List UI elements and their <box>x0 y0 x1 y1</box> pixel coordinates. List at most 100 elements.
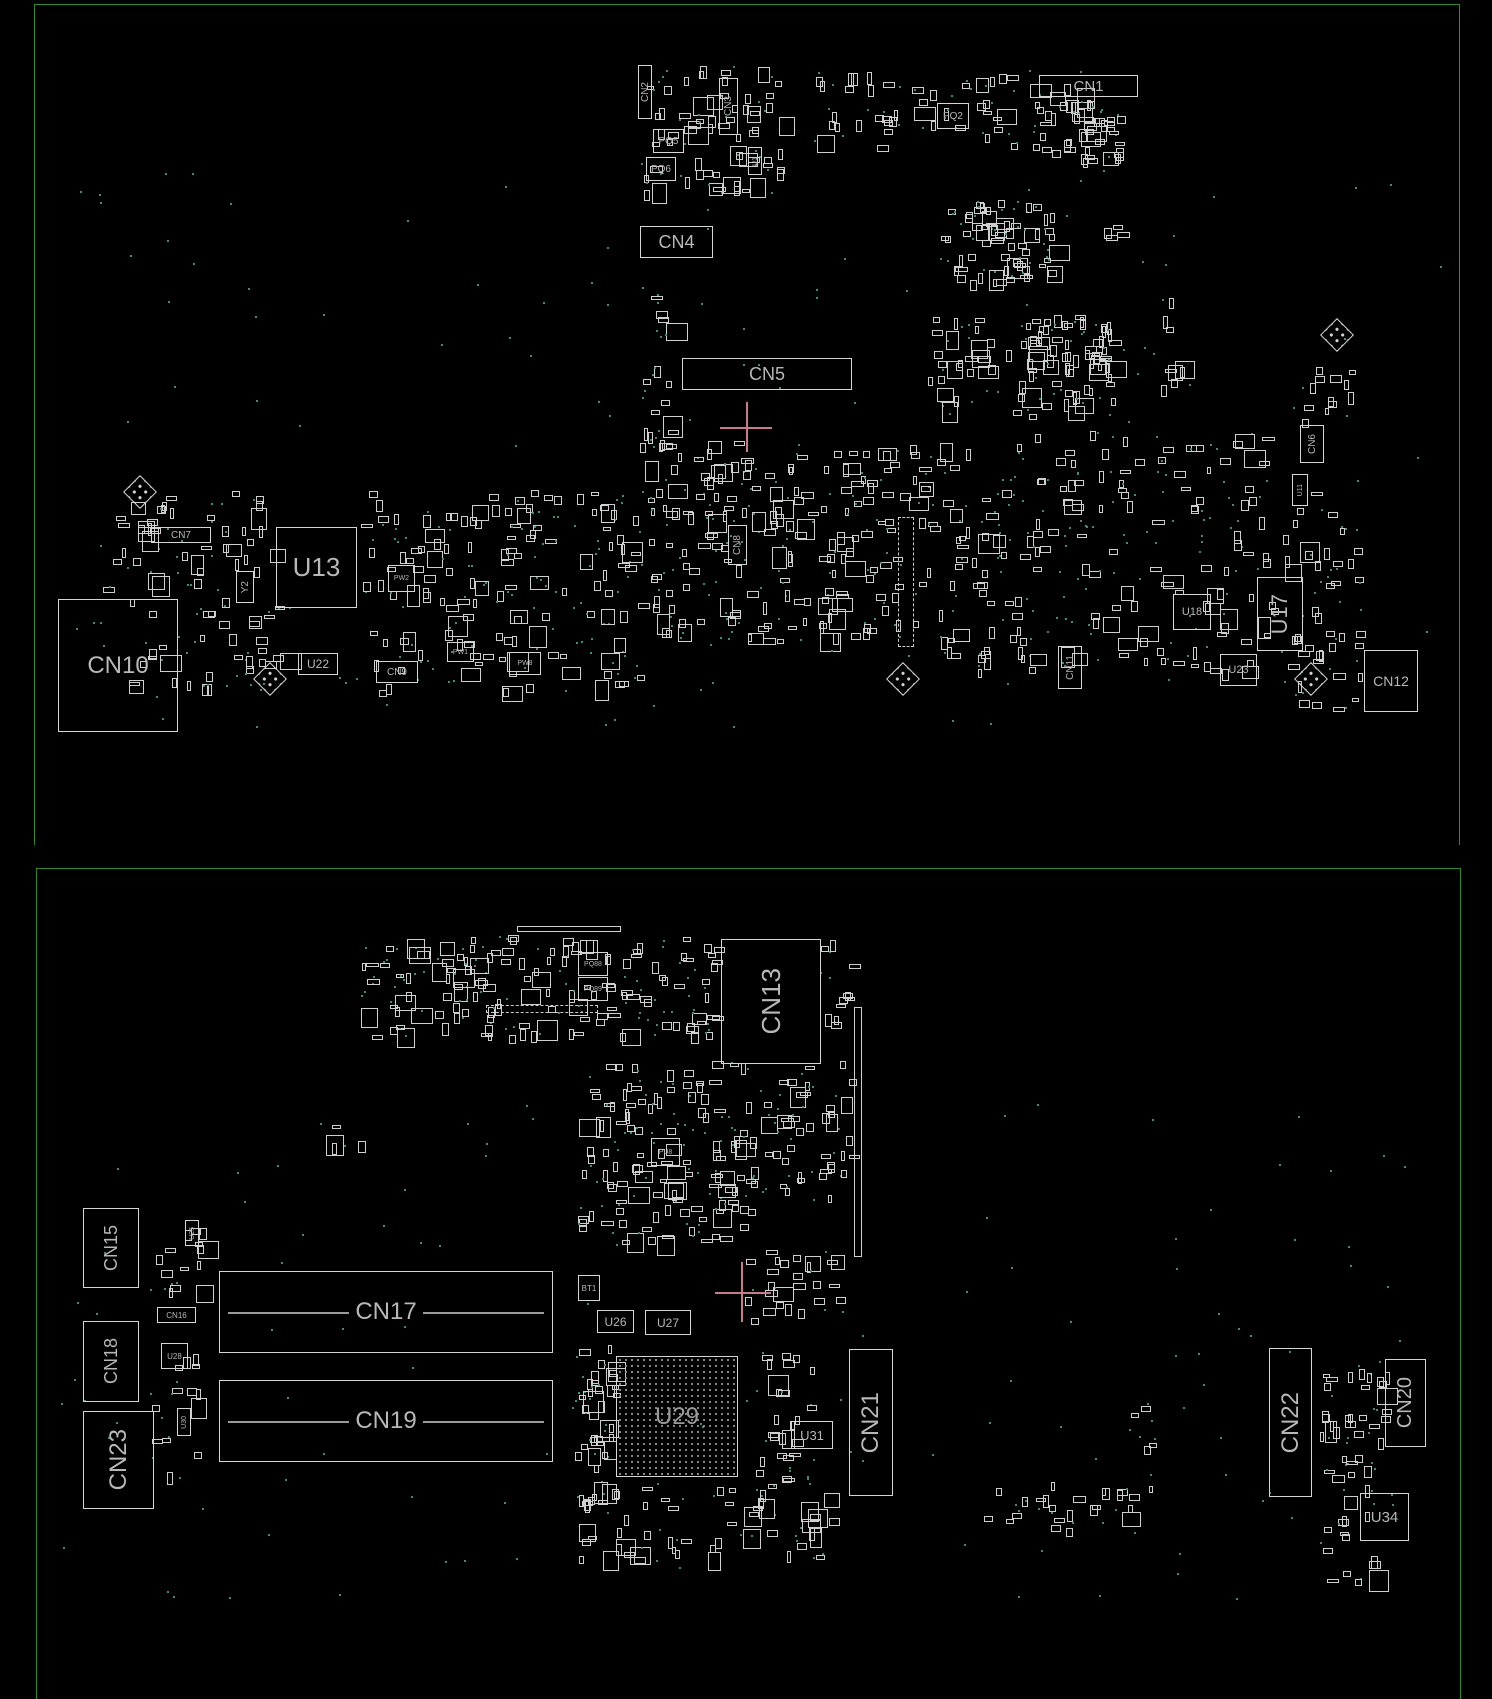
component-pw2[interactable]: PW2 <box>388 565 415 592</box>
smd-pad <box>369 490 378 499</box>
component-cn18[interactable]: CN18 <box>83 1321 139 1402</box>
test-point <box>658 588 661 591</box>
smd-pad <box>862 450 870 458</box>
test-point <box>615 1244 618 1247</box>
smd-pad <box>1072 355 1079 368</box>
component-cn15[interactable]: CN15 <box>83 1208 139 1288</box>
smd-pad <box>1005 600 1014 607</box>
component-cn20[interactable]: CN20 <box>1385 1359 1426 1447</box>
smd-pad <box>1042 146 1053 154</box>
smd-pad <box>926 568 932 578</box>
component-pu8[interactable]: PU8 <box>651 1138 680 1166</box>
smd-pad <box>1204 662 1212 673</box>
smd-pad <box>1051 1482 1056 1491</box>
component-u22[interactable]: U22 <box>298 653 338 675</box>
test-point <box>130 255 133 258</box>
component-u11[interactable]: U11 <box>1292 474 1308 506</box>
component-pq5[interactable]: PQ5 <box>653 129 684 153</box>
component-cn23[interactable]: CN23 <box>83 1411 154 1509</box>
component-u25[interactable]: U25 <box>185 1220 199 1246</box>
component-cn10[interactable]: CN10 <box>58 599 178 732</box>
smd-pad <box>1352 697 1360 702</box>
component-cn6[interactable]: CN6 <box>1300 425 1324 463</box>
smd-pad <box>1152 520 1165 526</box>
test-point <box>1162 298 1165 301</box>
test-point <box>520 527 523 530</box>
component-cn7[interactable]: CN7 <box>151 527 211 543</box>
test-point <box>1161 459 1164 462</box>
smd-pad <box>975 78 989 94</box>
test-point <box>511 525 514 528</box>
component-u29[interactable]: U29 <box>616 1356 738 1477</box>
component-pq2[interactable]: PQ2 <box>937 103 969 129</box>
smd-pad <box>788 467 794 476</box>
component-cn22[interactable]: CN22 <box>1269 1348 1312 1497</box>
smd-pad <box>1043 214 1049 227</box>
component-pw1[interactable]: PW1 <box>447 642 474 662</box>
component-u34[interactable]: U34 <box>1360 1493 1409 1541</box>
component-cn13[interactable]: CN13 <box>721 939 821 1064</box>
test-point <box>595 1181 598 1183</box>
component-cn9[interactable]: CN9 <box>376 661 418 683</box>
component-u17[interactable]: U17 <box>1257 577 1303 651</box>
test-point <box>691 1012 694 1015</box>
smd-pad <box>1139 637 1148 648</box>
component-cn19[interactable]: CN19 <box>219 1380 553 1462</box>
component-u13[interactable]: U13 <box>276 527 357 608</box>
smd-pad <box>1356 630 1366 638</box>
component-cn5[interactable]: CN5 <box>682 358 852 390</box>
component-u27[interactable]: U27 <box>645 1310 691 1335</box>
test-point <box>720 636 723 639</box>
component-cn12[interactable]: CN12 <box>1364 650 1418 712</box>
smd-pad <box>1012 258 1021 268</box>
component-y2[interactable]: Y2 <box>236 571 254 603</box>
smd-pad <box>889 462 901 469</box>
test-point <box>671 624 674 627</box>
component-u30[interactable]: U30 <box>177 1408 191 1436</box>
test-point <box>505 186 508 189</box>
component-u31[interactable]: U31 <box>791 1421 833 1449</box>
test-point <box>1155 435 1158 438</box>
smd-pad <box>1088 157 1098 164</box>
smd-pad <box>750 1181 759 1189</box>
smd-pad <box>805 1255 822 1272</box>
smd-pad <box>912 475 918 486</box>
component-cn11[interactable]: CN11 <box>1058 646 1082 689</box>
component-pq89[interactable]: PQ89 <box>578 977 608 1001</box>
component-u26[interactable]: U26 <box>597 1310 634 1333</box>
component-bt1[interactable]: BT1 <box>578 1275 600 1301</box>
test-point <box>655 1023 658 1026</box>
test-point <box>1345 528 1348 531</box>
component-pw8[interactable]: PW8 <box>509 652 541 675</box>
test-point <box>1122 348 1125 351</box>
component-cn17[interactable]: CN17 <box>219 1271 553 1353</box>
smd-pad <box>653 596 660 609</box>
test-point <box>322 314 325 317</box>
test-point <box>253 499 256 502</box>
component-u18[interactable]: U18 <box>1173 594 1211 630</box>
test-point <box>710 643 713 646</box>
component-u23[interactable]: U23 <box>1220 654 1257 686</box>
smd-pad <box>222 526 230 537</box>
test-point <box>728 1116 731 1119</box>
component-pq88[interactable]: PQ88 <box>578 952 608 976</box>
test-point <box>652 373 655 376</box>
component-cn16[interactable]: CN16 <box>157 1307 196 1323</box>
component-cn3[interactable]: CN3 <box>719 78 738 135</box>
component-cn1[interactable]: CN1 <box>1039 75 1138 97</box>
component-u1[interactable]: U1 <box>748 147 762 175</box>
component-cn8[interactable]: CN8 <box>728 525 747 565</box>
smd-pad <box>736 565 743 578</box>
component-pq6[interactable]: PQ6 <box>646 157 676 181</box>
test-point <box>1016 226 1019 229</box>
test-point <box>1013 208 1016 211</box>
test-point <box>861 472 864 475</box>
component-cn2[interactable]: CN2 <box>638 65 652 119</box>
component-cn21[interactable]: CN21 <box>849 1349 893 1496</box>
smd-pad <box>829 1518 840 1526</box>
component-cn4[interactable]: CN4 <box>640 226 713 258</box>
test-point <box>839 1175 842 1178</box>
component-u28[interactable]: U28 <box>161 1343 188 1369</box>
smd-pad <box>848 1078 857 1087</box>
smd-pad <box>1035 519 1041 530</box>
